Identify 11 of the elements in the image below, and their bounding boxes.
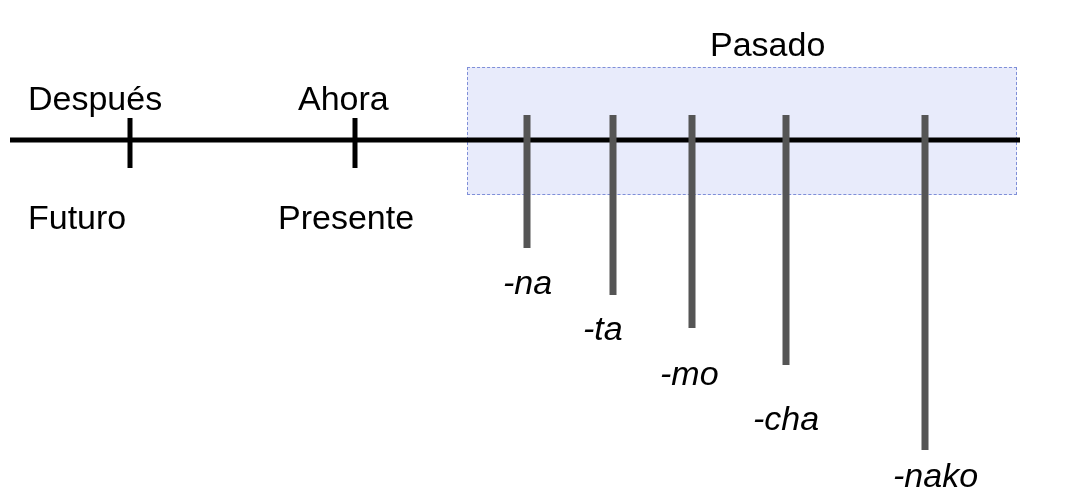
region-heading: Pasado — [710, 24, 826, 64]
time-label: Futuro — [28, 197, 127, 237]
suffix-label: -mo — [660, 353, 719, 393]
past-region — [467, 67, 1017, 195]
suffix-label: -ta — [583, 308, 623, 348]
time-label: Después — [28, 78, 163, 118]
suffix-label: -cha — [753, 398, 820, 438]
time-label: Presente — [278, 197, 415, 237]
suffix-label: -nako — [893, 455, 979, 495]
time-label: Ahora — [298, 78, 389, 118]
suffix-label: -na — [503, 262, 553, 302]
